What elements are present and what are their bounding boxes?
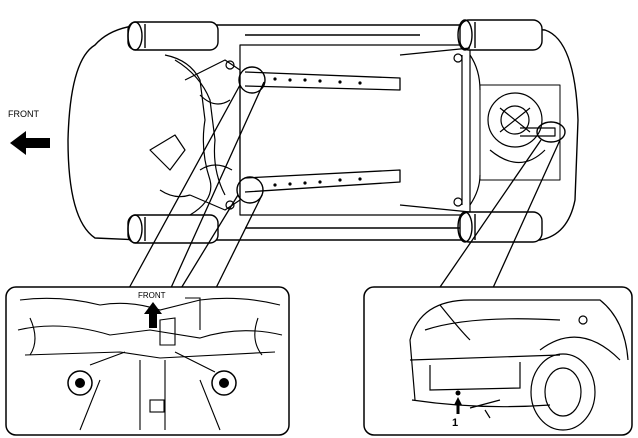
front-jack-point-left-callout xyxy=(238,66,266,94)
rear-right-wheel xyxy=(457,211,543,243)
rear-inset-frame xyxy=(363,286,633,436)
floor-rails xyxy=(244,47,471,213)
rear-marker-arrow-icon xyxy=(454,397,462,414)
rear-point-number: 1 xyxy=(452,417,458,429)
front-jack-points-inset: FRONT xyxy=(5,286,290,436)
front-left-wheel xyxy=(127,21,219,51)
front-jack-point-right-callout xyxy=(236,176,264,204)
rail-holes xyxy=(273,77,362,187)
body-outline xyxy=(67,24,579,241)
front-left-jack-point-marker xyxy=(67,370,93,396)
rear-left-wheel xyxy=(457,19,543,51)
vehicle-underbody xyxy=(67,19,579,244)
front-subframe xyxy=(149,54,241,216)
main-view-callouts xyxy=(236,66,566,204)
callout-leader-lines xyxy=(127,81,561,291)
rear-jack-point-inset: 1 xyxy=(363,286,633,436)
front-direction-label: FRONT xyxy=(8,109,39,119)
inset-front-arrow-icon xyxy=(144,302,162,328)
front-right-wheel xyxy=(127,214,219,244)
direction-indicator: FRONT xyxy=(8,109,50,155)
rear-axle xyxy=(453,53,481,207)
rear-jack-point-marker xyxy=(455,390,461,396)
rear-jack-point-callout xyxy=(536,121,566,143)
front-inset-frame xyxy=(5,286,290,436)
front-arrow-icon xyxy=(10,131,50,155)
spare-tire-well xyxy=(479,84,561,181)
front-right-jack-point-marker xyxy=(211,370,237,396)
inset-front-direction-label: FRONT xyxy=(138,291,166,300)
